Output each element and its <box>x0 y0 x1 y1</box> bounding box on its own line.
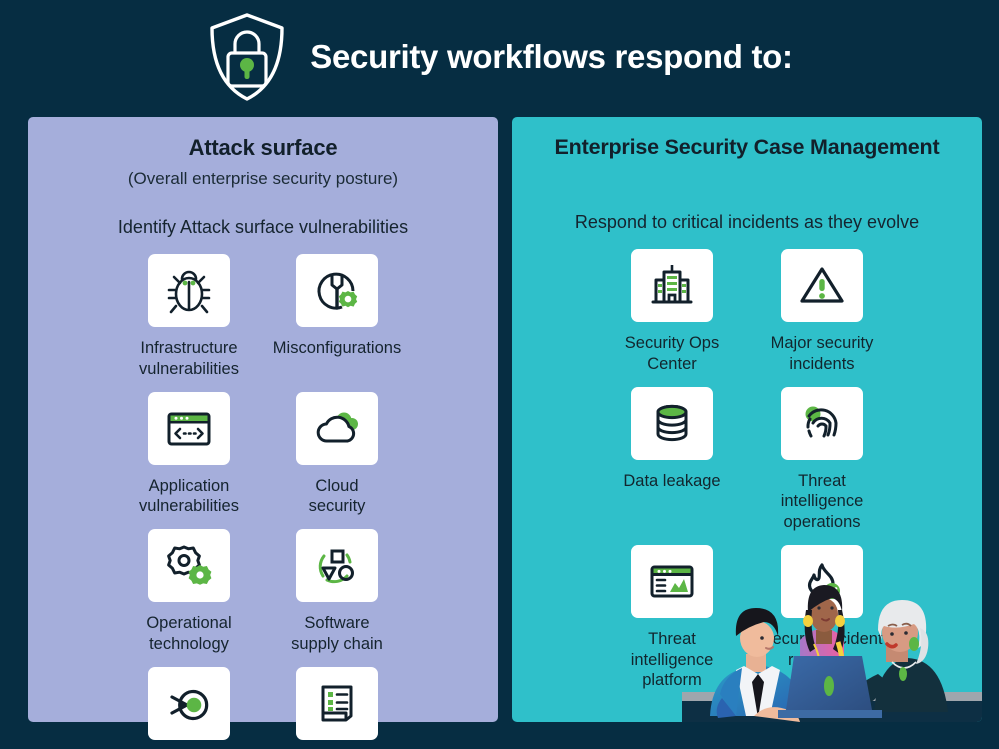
icon-tile <box>148 666 230 740</box>
item-application-vulnerabilities[interactable]: Application vulnerabilities <box>115 391 263 518</box>
person-left <box>710 608 804 722</box>
icon-tile <box>296 391 378 465</box>
header: Security workflows respond to: <box>0 0 999 113</box>
case-management-item-grid: Security Ops Center Major security incid… <box>512 249 982 703</box>
icon-tile <box>781 249 863 322</box>
attack-surface-panel: Attack surface (Overall enterprise secur… <box>28 117 498 740</box>
left-panel-lead: Identify Attack surface vulnerabilities <box>117 217 409 237</box>
icon-tile <box>631 544 713 618</box>
item-label: Infrastructure vulnerabilities <box>139 339 239 378</box>
item-threat-intelligence-operations[interactable]: Threat intelligence operations <box>747 386 897 533</box>
item-label: Operational technology <box>146 614 232 653</box>
icon-tile <box>631 386 713 460</box>
icon-tile <box>148 254 230 327</box>
item-label: Cloud security <box>308 476 366 516</box>
icon-tile <box>296 529 378 603</box>
item-label: Security Ops Center <box>624 334 720 373</box>
icon-tile <box>148 529 230 603</box>
icon-tile <box>296 666 378 740</box>
item-misconfigurations[interactable]: Misconfigurations <box>263 254 411 380</box>
item-cloud-security[interactable]: Cloud security <box>263 391 411 518</box>
container-icon <box>170 690 209 721</box>
wrench-gear-icon <box>317 272 358 310</box>
item-label: Software supply chain <box>291 614 383 653</box>
browser-code-icon <box>167 412 211 446</box>
item-operational-technology[interactable]: Operational technology <box>115 529 263 655</box>
left-panel-subtitle: (Overall enterprise security posture) <box>127 169 399 188</box>
right-panel-title: Enterprise Security Case Management <box>554 135 940 159</box>
attack-surface-item-grid: Infrastructure vulnerabilities Misconfig… <box>28 254 498 749</box>
cloud-icon <box>316 412 358 443</box>
left-panel-title: Attack surface <box>188 135 338 160</box>
shapes-cycle-icon <box>318 549 354 583</box>
item-container-vulnerabilities[interactable]: Container vulnerabilities <box>115 666 263 749</box>
database-icon <box>656 404 688 442</box>
item-software-supply-chain[interactable]: Software supply chain <box>263 529 411 655</box>
shield-lock-icon <box>206 11 288 103</box>
gears-icon <box>167 545 212 585</box>
icon-tile <box>631 249 713 322</box>
item-label: Data leakage <box>623 471 721 490</box>
laptop <box>778 656 882 718</box>
item-security-ops-center[interactable]: Security Ops Center <box>597 249 747 375</box>
item-infrastructure-vulnerabilities[interactable]: Infrastructure vulnerabilities <box>115 254 263 380</box>
item-threat-intelligence-platform[interactable]: Threat intelligence platform <box>597 544 747 691</box>
document-list-icon <box>321 685 353 722</box>
three-people-with-laptop-illustration <box>682 522 982 722</box>
fingerprint-icon <box>805 406 838 438</box>
icon-tile <box>781 386 863 460</box>
right-panel-lead: Respond to critical incidents as they ev… <box>574 212 920 232</box>
warning-triangle-icon <box>800 266 844 303</box>
item-label: Major security incidents <box>770 334 874 373</box>
item-major-security-incidents[interactable]: Major security incidents <box>747 249 897 375</box>
item-label: Application vulnerabilities <box>139 476 239 516</box>
icon-tile <box>296 254 378 327</box>
office-building-icon <box>651 264 693 303</box>
page-title: Security workflows respond to: <box>310 37 793 75</box>
item-label: Misconfigurations <box>272 339 402 357</box>
dashboard-chart-icon <box>650 565 694 598</box>
item-label: Threat intelligence operations <box>780 471 864 532</box>
icon-tile <box>148 391 230 465</box>
item-label: Threat intelligence platform <box>630 629 714 690</box>
item-data-leakage[interactable]: Data leakage <box>597 386 747 533</box>
case-management-panel: Enterprise Security Case Management Resp… <box>512 117 982 722</box>
item-software-bill-of-materials[interactable]: Software Bill of Materials <box>263 666 411 749</box>
bug-icon <box>167 270 211 313</box>
